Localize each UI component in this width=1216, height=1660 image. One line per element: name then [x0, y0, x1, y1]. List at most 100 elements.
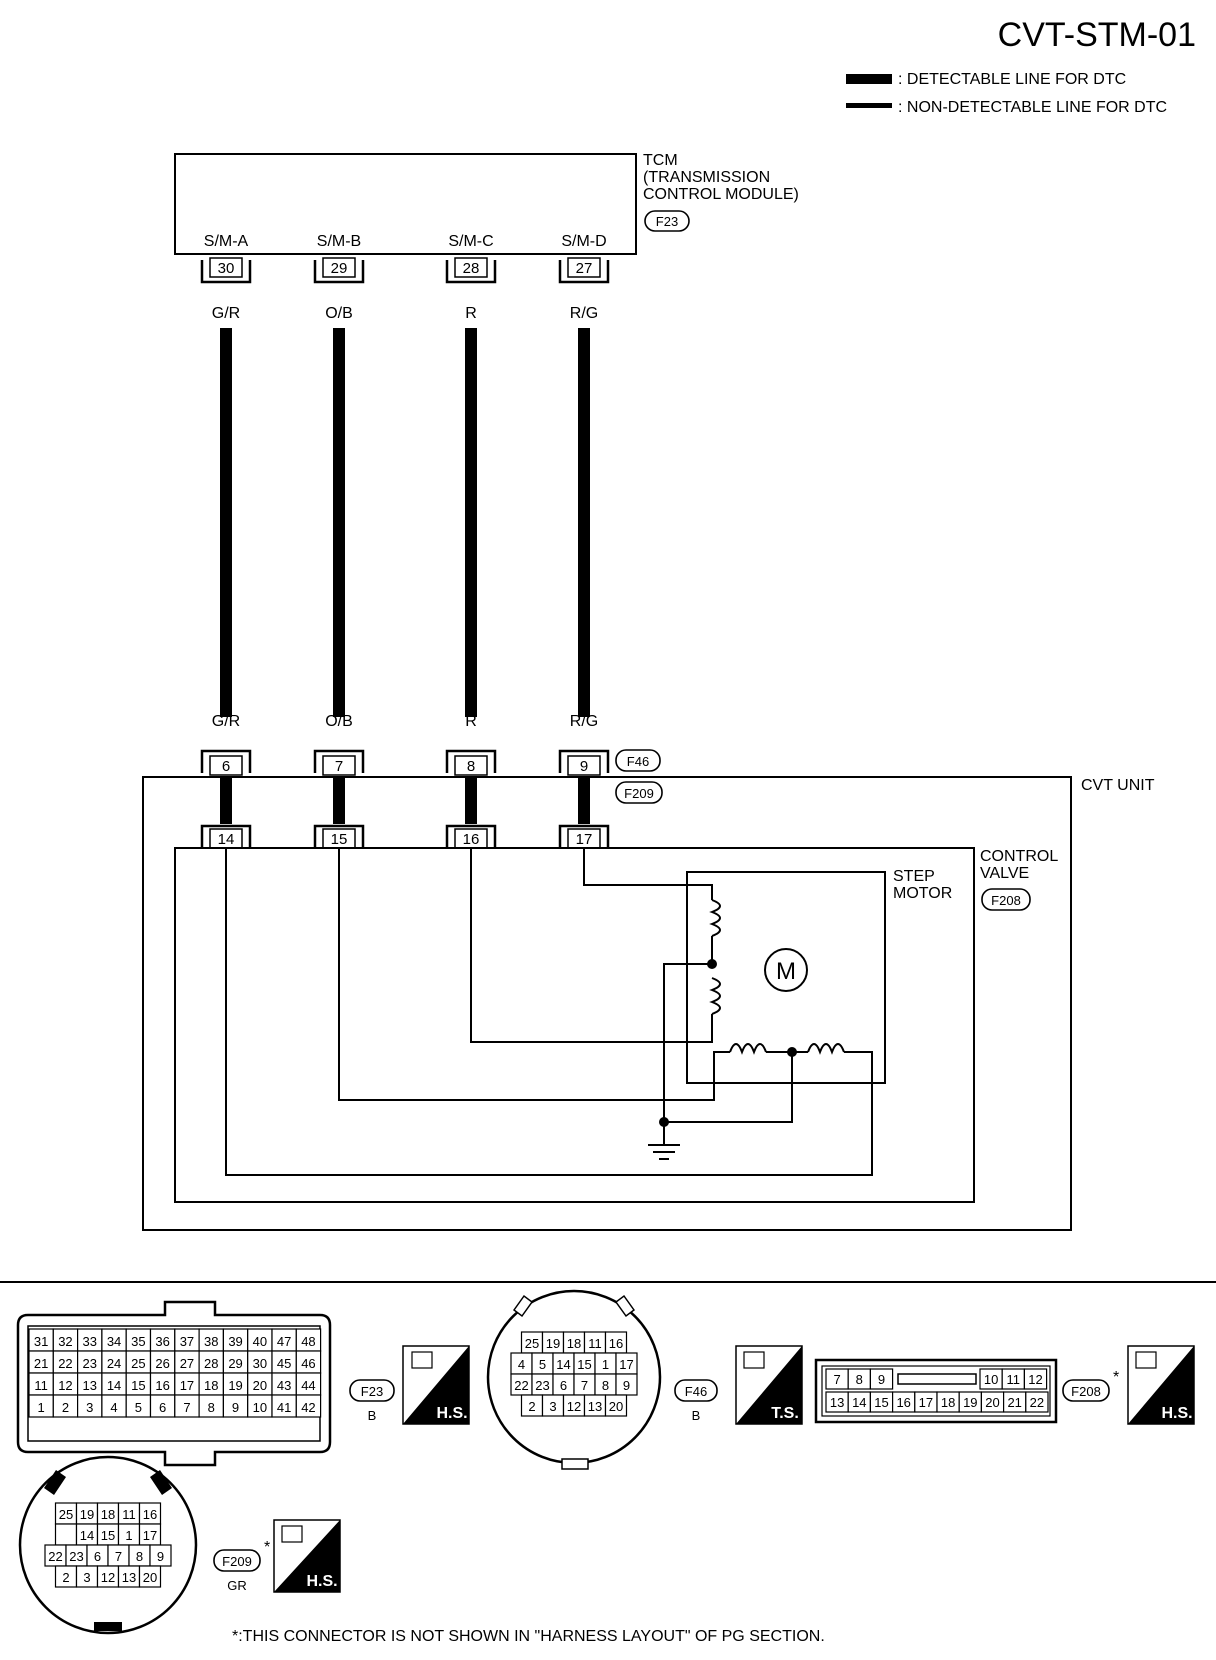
pin-number: 15 [577, 1357, 591, 1372]
pin-number: 41 [277, 1400, 291, 1415]
tcm-pin: 28 [463, 260, 480, 277]
pin-number: 24 [107, 1356, 121, 1371]
pin-number: 25 [59, 1507, 73, 1522]
legend-thin-line [846, 103, 892, 108]
junction-dot [787, 1047, 797, 1057]
junction-dot [707, 959, 717, 969]
f209-color: GR [227, 1578, 247, 1593]
harness-wire-detectable [333, 328, 345, 717]
pin-number: 29 [228, 1356, 242, 1371]
pin-number: 3 [83, 1570, 90, 1585]
tcm-name-line-3: CONTROL MODULE) [643, 186, 799, 203]
f46-tag [674, 1379, 718, 1402]
pin-number: 1 [38, 1400, 45, 1415]
pin-number: 15 [874, 1395, 888, 1410]
tcm-name-line-2: (TRANSMISSION [643, 169, 770, 186]
pin-number: 30 [253, 1356, 267, 1371]
pin-number: 13 [83, 1378, 97, 1393]
f23-hs-badge: H.S. [402, 1345, 470, 1425]
pin-number: 13 [830, 1395, 844, 1410]
pin-number: 13 [588, 1399, 602, 1414]
pin-number: 11 [122, 1507, 136, 1522]
pin-number: 9 [232, 1400, 239, 1415]
wire-color-top: O/B [325, 305, 353, 322]
pin-number: 12 [1028, 1372, 1042, 1387]
pin-number: 34 [107, 1334, 121, 1349]
pin-number: 12 [101, 1570, 115, 1585]
pin-number: 18 [567, 1336, 581, 1351]
pin-number: 4 [518, 1357, 525, 1372]
pin-number: 1 [125, 1528, 132, 1543]
terminal-name: S/M-A [204, 233, 249, 250]
pin-number: 18 [204, 1378, 218, 1393]
pin-number: 9 [623, 1378, 630, 1393]
pin-number: 10 [253, 1400, 267, 1415]
pin-number: 20 [609, 1399, 623, 1414]
pin-number: 28 [204, 1356, 218, 1371]
pin-number: 36 [155, 1334, 169, 1349]
legend-label-non-detectable: : NON-DETECTABLE LINE FOR DTC [898, 99, 1167, 116]
tcm-name-line-1: TCM [643, 152, 678, 169]
f209-connector-tag [615, 781, 663, 804]
pin-number: 18 [941, 1395, 955, 1410]
pin-number: 47 [277, 1334, 291, 1349]
pin-number: 48 [301, 1334, 315, 1349]
tcm-pin: 27 [576, 260, 593, 277]
tcm-pin: 29 [331, 260, 348, 277]
f209-pin: 16 [463, 831, 480, 848]
pin-number: 10 [984, 1372, 998, 1387]
pin-number: 17 [919, 1395, 933, 1410]
f46-pin: 9 [580, 758, 588, 775]
pin-number: 22 [48, 1549, 62, 1564]
pin-number: 27 [180, 1356, 194, 1371]
pin-number: 7 [581, 1378, 588, 1393]
harness-wire-detectable [578, 328, 590, 717]
wire-color-top: R [465, 305, 477, 322]
pin-number: 23 [535, 1378, 549, 1393]
pin-number: 20 [985, 1395, 999, 1410]
harness-icon [1135, 1351, 1157, 1369]
f23-color: B [368, 1408, 377, 1423]
pin-number: 14 [852, 1395, 866, 1410]
pin-number: 25 [525, 1336, 539, 1351]
pin-number: 17 [619, 1357, 633, 1372]
pin-number: 6 [560, 1378, 567, 1393]
pin-number: 20 [143, 1570, 157, 1585]
pin-number: 11 [588, 1336, 602, 1351]
f209-hs-badge: H.S. [273, 1519, 341, 1593]
pin-number: 38 [204, 1334, 218, 1349]
terminal-columns: S/M-A 30 G/R G/R 6 14 S/M-B 29 O/B O/B [200, 233, 610, 849]
pin-number: 37 [180, 1334, 194, 1349]
pin-number: 16 [155, 1378, 169, 1393]
f46-id: F46 [685, 1384, 707, 1399]
pin-number: 22 [514, 1378, 528, 1393]
pin-number: 21 [1007, 1395, 1021, 1410]
pin-number: 33 [83, 1334, 97, 1349]
pin-number: 26 [155, 1356, 169, 1371]
terminal-name: S/M-D [561, 233, 606, 250]
pin-number: 16 [609, 1336, 623, 1351]
pin-number: 42 [301, 1400, 315, 1415]
f209-badge-text: H.S. [306, 1573, 337, 1590]
f46-pin: 6 [222, 758, 230, 775]
terminal-s-m-c: S/M-C 28 R R 8 16 [445, 233, 497, 849]
f46-pin: 8 [467, 758, 475, 775]
pin-number: 25 [131, 1356, 145, 1371]
pin-number: 13 [122, 1570, 136, 1585]
pin-number: 18 [101, 1507, 115, 1522]
pin-number: 23 [83, 1356, 97, 1371]
pin-number: 9 [878, 1372, 885, 1387]
f23-id: F23 [361, 1384, 383, 1399]
wire-color-bottom: O/B [325, 713, 353, 730]
pin-number: 8 [602, 1378, 609, 1393]
pin-number: 16 [896, 1395, 910, 1410]
legend-label-detectable: : DETECTABLE LINE FOR DTC [898, 71, 1126, 88]
control-valve-box [174, 847, 975, 1203]
pin-number: 17 [143, 1528, 157, 1543]
legend-thick-line [846, 74, 892, 84]
wire-color-top: R/G [570, 305, 598, 322]
